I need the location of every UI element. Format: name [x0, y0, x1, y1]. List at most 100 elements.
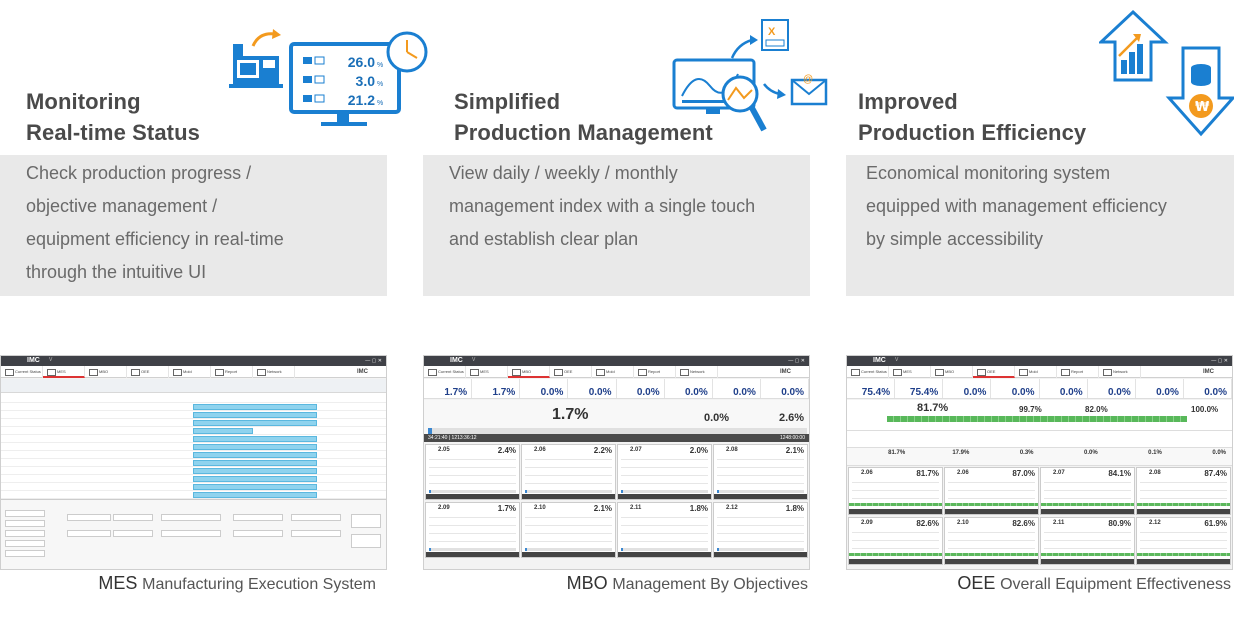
detail-field[interactable]	[5, 510, 45, 517]
machine-card[interactable]: 2.09 1.7%	[425, 502, 520, 558]
menu-mold[interactable]: Mold	[1015, 366, 1057, 378]
menu-current-status[interactable]: Current Status	[847, 366, 889, 378]
kpi-cell[interactable]: 0.0%	[1088, 379, 1136, 398]
detail-field[interactable]	[233, 530, 283, 537]
grid-row[interactable]	[1, 491, 386, 499]
kpi-cell[interactable]: 0.0%	[568, 379, 617, 398]
machine-card[interactable]: 2.07 2.0%	[617, 444, 712, 500]
grid-row[interactable]	[1, 459, 386, 467]
machine-card[interactable]: 2.10 2.1%	[521, 502, 616, 558]
schedule-bar[interactable]	[193, 460, 317, 466]
menu-report[interactable]: Report	[211, 366, 253, 378]
schedule-bar[interactable]	[193, 476, 317, 482]
machine-card[interactable]: 2.05 2.4%	[425, 444, 520, 500]
kpi-cell[interactable]: 0.0%	[665, 379, 713, 398]
grid-row[interactable]	[1, 475, 386, 483]
kpi-cell[interactable]: 0.0%	[1184, 379, 1232, 398]
machine-card[interactable]: 2.06 87.0%	[944, 467, 1039, 515]
side-button[interactable]	[351, 534, 381, 548]
menu-current-status[interactable]: Current Status	[1, 366, 43, 378]
side-button[interactable]	[351, 514, 381, 528]
detail-field[interactable]	[5, 540, 45, 547]
menu-network[interactable]: Network	[253, 366, 295, 378]
menu-mbo[interactable]: MBO	[85, 366, 127, 378]
menu-oee[interactable]: OEE	[127, 366, 169, 378]
detail-field[interactable]	[67, 530, 111, 537]
detail-field[interactable]	[67, 514, 111, 521]
menu-mes[interactable]: MES	[466, 366, 508, 378]
schedule-bar[interactable]	[193, 404, 317, 410]
detail-field[interactable]	[161, 530, 221, 537]
menu-mes[interactable]: MES	[889, 366, 931, 378]
window-controls-icon[interactable]: — ▢ ✕	[365, 358, 382, 364]
menu-network[interactable]: Network	[676, 366, 718, 378]
menu-report[interactable]: Report	[634, 366, 676, 378]
grid-row[interactable]	[1, 403, 386, 411]
menu-mbo[interactable]: MBO	[931, 366, 973, 378]
menu-mold[interactable]: Mold	[592, 366, 634, 378]
detail-field[interactable]	[5, 530, 45, 537]
menu-network[interactable]: Network	[1099, 366, 1141, 378]
kpi-cell[interactable]: 0.0%	[943, 379, 992, 398]
machine-card[interactable]: 2.10 82.6%	[944, 517, 1039, 565]
schedule-bar[interactable]	[193, 484, 317, 490]
kpi-cell[interactable]: 0.0%	[1040, 379, 1088, 398]
detail-field[interactable]	[291, 514, 341, 521]
timeline-strip[interactable]	[887, 416, 1187, 422]
grid-row[interactable]	[1, 443, 386, 451]
machine-card[interactable]: 2.08 87.4%	[1136, 467, 1231, 515]
kpi-cell[interactable]: 0.0%	[520, 379, 569, 398]
kpi-cell[interactable]: 75.4%	[895, 379, 944, 398]
grid-row[interactable]	[1, 451, 386, 459]
schedule-bar[interactable]	[193, 492, 317, 498]
kpi-cell[interactable]: 0.0%	[617, 379, 665, 398]
detail-field[interactable]	[5, 520, 45, 527]
machine-card[interactable]: 2.08 2.1%	[713, 444, 808, 500]
kpi-cell[interactable]: 0.0%	[1136, 379, 1184, 398]
machine-card[interactable]: 2.09 82.6%	[848, 517, 943, 565]
detail-field[interactable]	[113, 514, 153, 521]
window-controls-icon[interactable]: — ▢ ✕	[1211, 358, 1228, 364]
grid-row[interactable]	[1, 411, 386, 419]
schedule-bar[interactable]	[193, 436, 317, 442]
machine-card[interactable]: 2.06 2.2%	[521, 444, 616, 500]
grid-row[interactable]	[1, 395, 386, 403]
grid-row[interactable]	[1, 419, 386, 427]
machine-card[interactable]: 2.06 81.7%	[848, 467, 943, 515]
kpi-cell[interactable]: 1.7%	[424, 379, 473, 398]
menu-oee[interactable]: OEE	[550, 366, 592, 378]
machine-card[interactable]: 2.12 61.9%	[1136, 517, 1231, 565]
kpi-cell[interactable]: 75.4%	[847, 379, 896, 398]
menu-mold[interactable]: Mold	[169, 366, 211, 378]
schedule-bar[interactable]	[193, 468, 317, 474]
grid-row[interactable]	[1, 427, 386, 435]
menu-current-status[interactable]: Current Status	[424, 366, 466, 378]
menu-oee[interactable]: OEE	[973, 366, 1015, 378]
machine-card[interactable]: 2.12 1.8%	[713, 502, 808, 558]
grid-row[interactable]	[1, 483, 386, 491]
menu-report[interactable]: Report	[1057, 366, 1099, 378]
schedule-bar[interactable]	[193, 420, 317, 426]
machine-card[interactable]: 2.07 84.1%	[1040, 467, 1135, 515]
detail-field[interactable]	[5, 550, 45, 557]
schedule-bar[interactable]	[193, 452, 317, 458]
machine-card[interactable]: 2.11 1.8%	[617, 502, 712, 558]
schedule-bar[interactable]	[193, 412, 317, 418]
schedule-bar[interactable]	[193, 428, 253, 434]
menu-mbo[interactable]: MBO	[508, 366, 550, 378]
kpi-cell[interactable]: 0.0%	[713, 379, 761, 398]
detail-field[interactable]	[291, 530, 341, 537]
machine-card[interactable]: 2.11 80.9%	[1040, 517, 1135, 565]
schedule-bar[interactable]	[193, 444, 317, 450]
menu-mes[interactable]: MES	[43, 366, 85, 378]
kpi-cell[interactable]: 0.0%	[991, 379, 1040, 398]
window-controls-icon[interactable]: — ▢ ✕	[788, 358, 805, 364]
grid-row[interactable]	[1, 435, 386, 443]
kpi-cell[interactable]: 0.0%	[761, 379, 809, 398]
schedule-grid[interactable]	[1, 379, 386, 499]
detail-field[interactable]	[233, 514, 283, 521]
detail-field[interactable]	[113, 530, 153, 537]
grid-row[interactable]	[1, 467, 386, 475]
detail-field[interactable]	[161, 514, 221, 521]
kpi-cell[interactable]: 1.7%	[472, 379, 521, 398]
